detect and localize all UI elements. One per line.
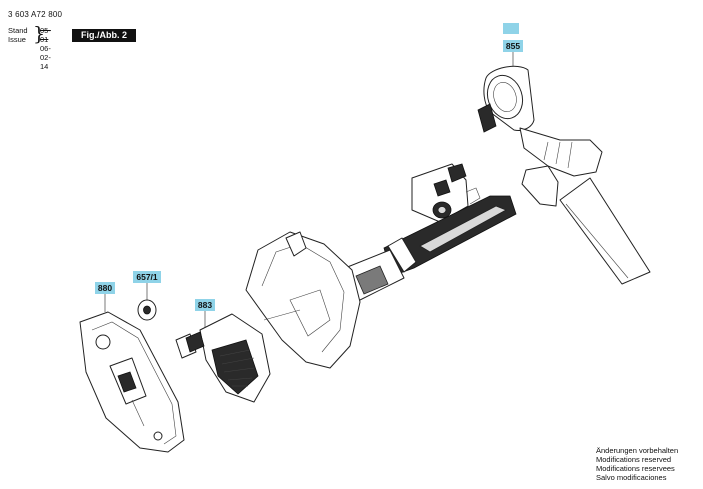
stand-date: 05-01: [40, 26, 51, 44]
callout-880: 880: [95, 282, 115, 294]
issue-dates: 05-01 06-02-14: [40, 26, 51, 71]
part-855-tube-extension: [477, 65, 651, 285]
disclaimer-de: Änderungen vorbehalten: [596, 446, 679, 455]
figure-badge: Fig./Abb. 2: [72, 29, 136, 42]
stand-label: Stand: [8, 26, 28, 35]
callout-883: 883: [195, 299, 215, 311]
modification-disclaimer: Änderungen vorbehalten Modifications res…: [596, 446, 678, 482]
housing-shell: [245, 231, 361, 369]
callout-blank-marker: [503, 23, 519, 34]
disclaimer-fr: Modifications reservees: [596, 464, 675, 473]
part-883-fan-assembly: [175, 313, 271, 403]
motor: [411, 163, 481, 223]
brace-glyph: }: [33, 23, 46, 45]
part-880-housing-cover: [79, 311, 185, 453]
document-number: 3 603 A72 800: [8, 10, 63, 19]
callout-657-1: 657/1: [133, 271, 161, 283]
issue-date: 06-02-14: [40, 44, 51, 71]
issue-label: Issue: [8, 35, 26, 44]
disclaimer-es: Salvo modificaciones: [596, 473, 667, 482]
disclaimer-en: Modifications reserved: [596, 455, 672, 464]
callout-855: 855: [503, 40, 523, 52]
part-657-1-washer: [137, 299, 157, 321]
issue-labels: Stand Issue: [8, 26, 28, 44]
